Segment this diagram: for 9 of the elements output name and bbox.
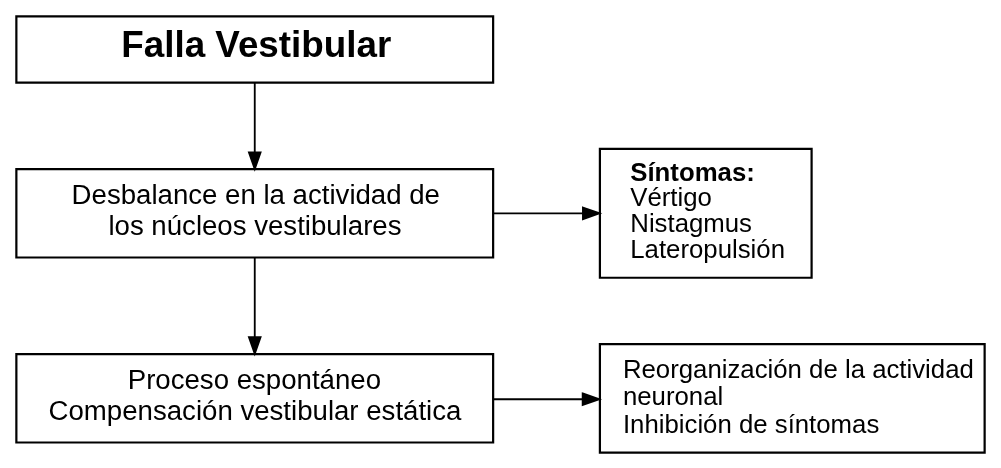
arrow	[247, 256, 262, 357]
node-box: Reorganización de la actividad neuronal Inhibición de síntomas	[598, 342, 986, 454]
node-box: Proceso espontáneo Compensación vestibular estática	[15, 352, 495, 444]
arrow	[492, 205, 603, 220]
node-box: Desbalance en la actividad de los núcleos vestibulares	[15, 167, 495, 259]
arrow	[492, 391, 603, 406]
node-box: Síntomas: Vértigo Nistagmus Lateropulsión	[598, 147, 813, 279]
node-box: Falla Vestibular	[15, 14, 495, 84]
arrow	[247, 81, 262, 172]
